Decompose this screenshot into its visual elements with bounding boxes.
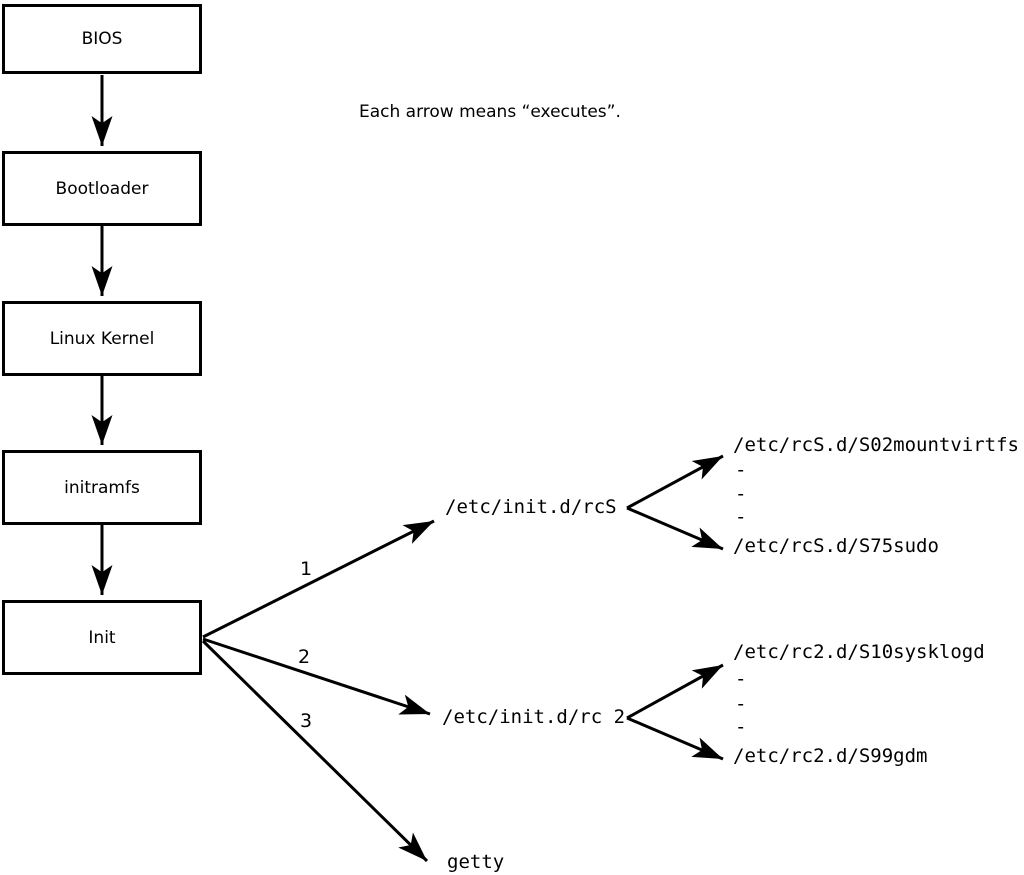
arrow-rc2-to-first-script-icon (626, 663, 724, 720)
node-rc2-script-s99gdm: /etc/rc2.d/S99gdm (733, 745, 928, 767)
node-rcs: /etc/init.d/rcS (445, 496, 617, 518)
node-getty: getty (447, 851, 505, 873)
box-init-label: Init (88, 627, 116, 648)
node-rc2-script-ellipsis-1: - (735, 668, 747, 690)
box-bios-label: BIOS (81, 29, 123, 49)
box-bootloader: Bootloader (2, 151, 202, 226)
arrow-init-to-rc2-icon (202, 637, 431, 716)
edge-label-1: 1 (300, 558, 313, 580)
box-bootloader-label: Bootloader (55, 178, 149, 199)
box-linux-kernel-label: Linux Kernel (49, 328, 155, 349)
node-rc2-script-ellipsis-3: - (735, 716, 747, 738)
box-initramfs: initramfs (2, 450, 202, 525)
arrow-init-to-getty-icon (201, 639, 429, 863)
edge-label-3: 3 (300, 710, 313, 732)
arrow-rcs-to-first-script-icon (626, 454, 724, 510)
diagram-caption: Each arrow means “executes”. (359, 102, 621, 122)
node-rc2-script-ellipsis-2: - (735, 693, 747, 715)
arrow-init-to-rcs-icon (202, 519, 435, 639)
arrow-rcs-to-last-script-icon (626, 506, 724, 551)
edge-label-2: 2 (298, 646, 311, 668)
box-linux-kernel: Linux Kernel (2, 301, 202, 376)
node-rc2: /etc/init.d/rc 2 (442, 706, 626, 728)
node-rc2-script-s10sysklogd: /etc/rc2.d/S10sysklogd (733, 641, 985, 663)
box-init: Init (2, 600, 202, 675)
arrow-rc2-to-last-script-icon (626, 716, 724, 761)
box-initramfs-label: initramfs (64, 477, 140, 498)
node-rcs-script-ellipsis-1: - (735, 459, 747, 481)
box-bios: BIOS (2, 4, 202, 74)
node-rcs-script-s75sudo: /etc/rcS.d/S75sudo (733, 535, 939, 557)
node-rcs-script-s02mountvirtfs: /etc/rcS.d/S02mountvirtfs (733, 434, 1019, 456)
node-rcs-script-ellipsis-2: - (735, 483, 747, 505)
node-rcs-script-ellipsis-3: - (735, 506, 747, 528)
